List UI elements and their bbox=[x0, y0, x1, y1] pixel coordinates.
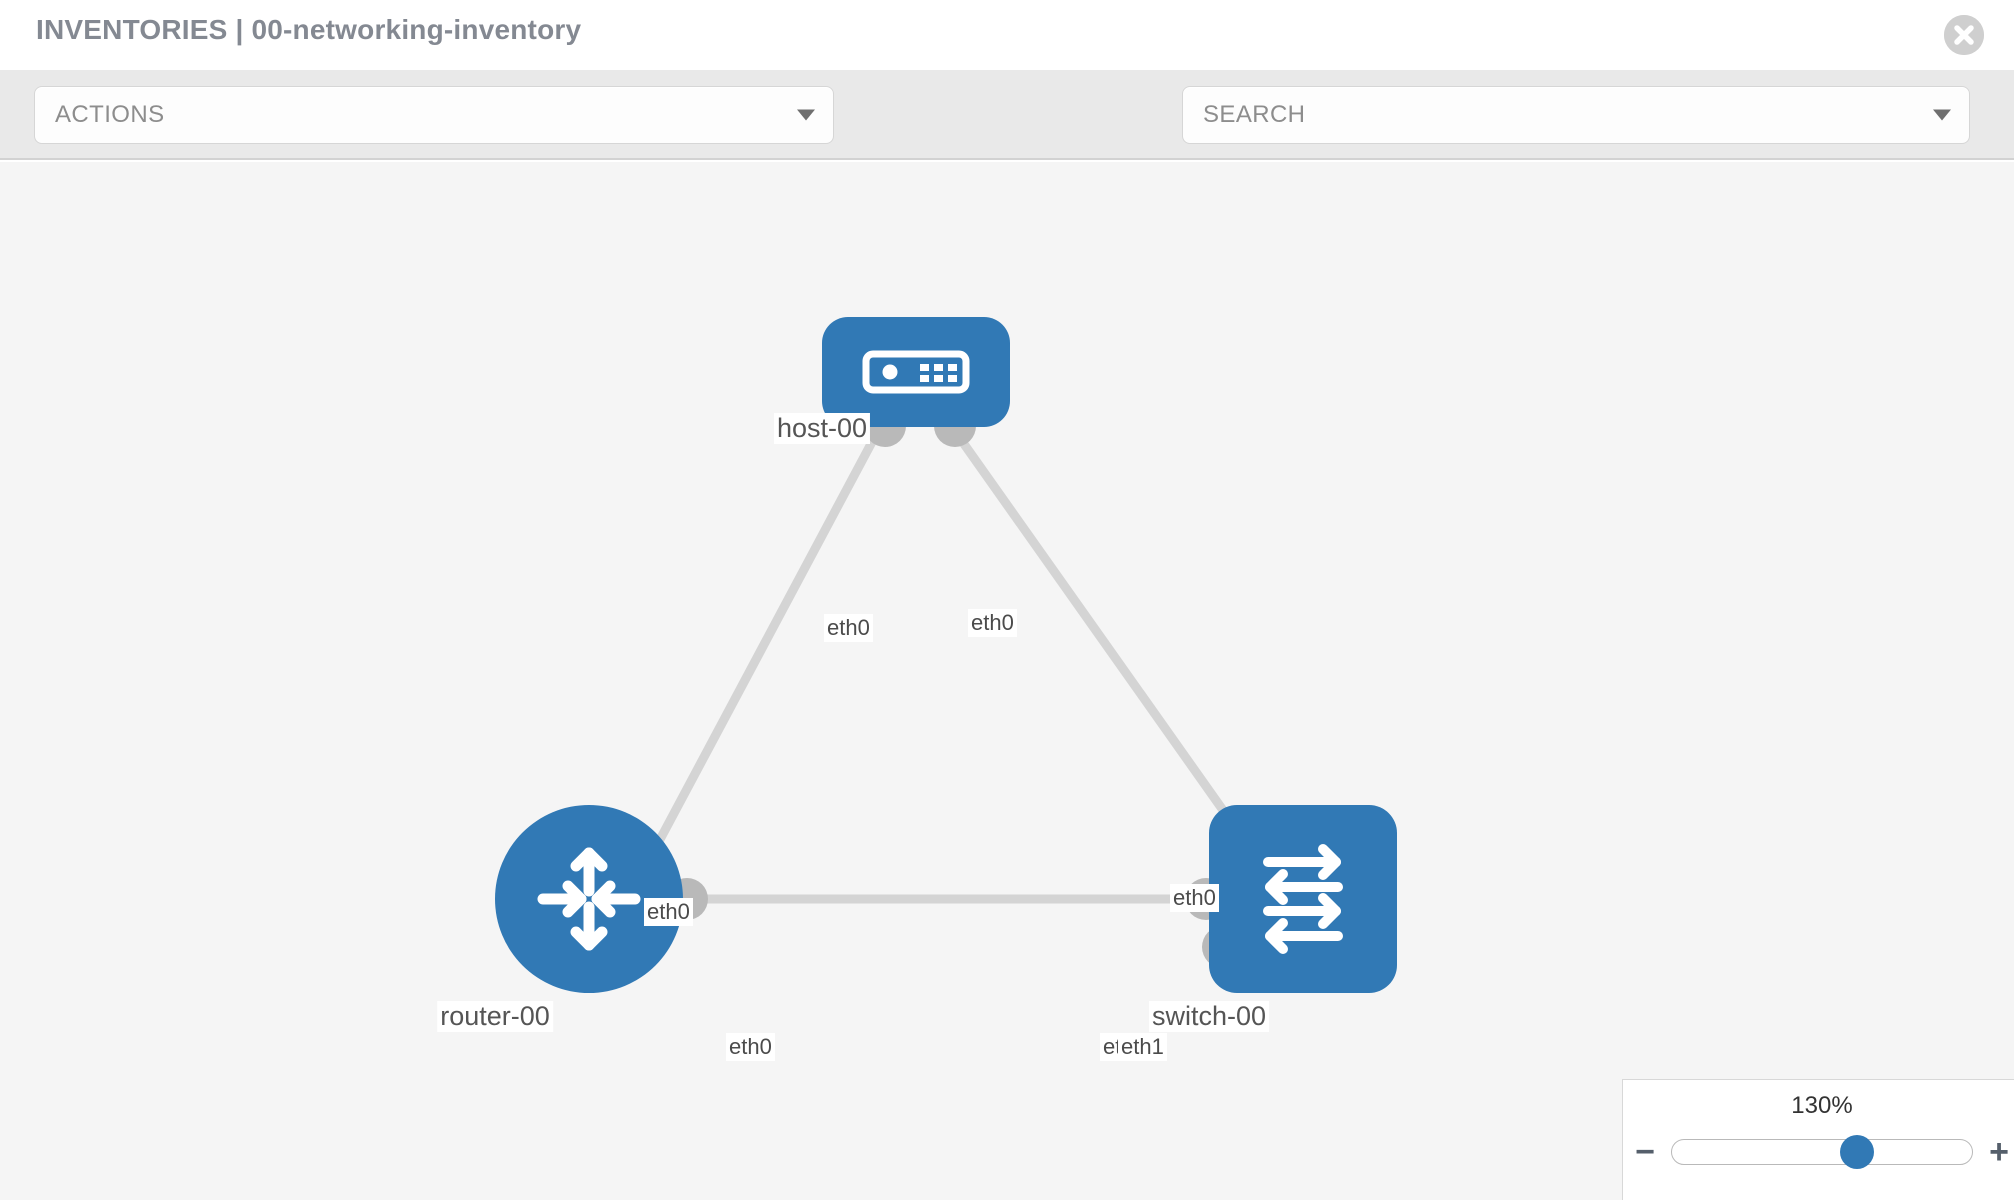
chevron-down-icon bbox=[797, 109, 815, 121]
actions-dropdown-value: ACTIONS bbox=[55, 101, 165, 128]
switch-node-shape[interactable] bbox=[1209, 805, 1397, 993]
switch-arrows-icon bbox=[1263, 844, 1343, 954]
zoom-in-button[interactable]: + bbox=[1989, 1133, 2009, 1171]
actions-dropdown[interactable]: ACTIONS bbox=[34, 86, 834, 144]
router-arrows-icon bbox=[537, 847, 641, 951]
host-node-label: host-00 bbox=[773, 413, 871, 444]
zoom-control-panel: 130% − + bbox=[1622, 1079, 2014, 1200]
edge-label-switch-left: eth1 bbox=[1118, 1033, 1167, 1061]
server-icon bbox=[862, 350, 970, 394]
edge-label-router-right: eth0 bbox=[726, 1033, 775, 1061]
router-node-label: router-00 bbox=[437, 1001, 553, 1032]
edge-label-host-left: eth0 bbox=[824, 614, 873, 642]
zoom-out-button[interactable]: − bbox=[1635, 1133, 1655, 1171]
edge-label-host-right: eth0 bbox=[968, 609, 1017, 637]
zoom-slider-thumb[interactable] bbox=[1839, 1135, 1874, 1169]
page-header: INVENTORIES | 00-networking-inventory bbox=[0, 0, 2014, 70]
toolbar: ACTIONS SEARCH bbox=[0, 70, 2014, 202]
zoom-slider-track[interactable] bbox=[1671, 1135, 1973, 1169]
search-dropdown[interactable]: SEARCH bbox=[1182, 86, 1970, 144]
search-input-value: SEARCH bbox=[1203, 101, 1306, 128]
topology-nodes: host-00 bbox=[0, 162, 2014, 1200]
topology-canvas[interactable]: host-00 bbox=[0, 162, 2014, 1200]
zoom-level-value: 130% bbox=[1791, 1092, 1853, 1119]
topology-links bbox=[644, 424, 1241, 904]
close-icon[interactable] bbox=[1944, 15, 1984, 55]
chevron-down-icon bbox=[1933, 109, 1951, 121]
edge-label-router-up: eth0 bbox=[644, 898, 693, 926]
host-node-shape[interactable] bbox=[822, 317, 1010, 427]
page-title: INVENTORIES | 00-networking-inventory bbox=[36, 14, 582, 45]
switch-node-label: switch-00 bbox=[1148, 1001, 1270, 1032]
edge-label-switch-up: eth0 bbox=[1170, 884, 1219, 912]
